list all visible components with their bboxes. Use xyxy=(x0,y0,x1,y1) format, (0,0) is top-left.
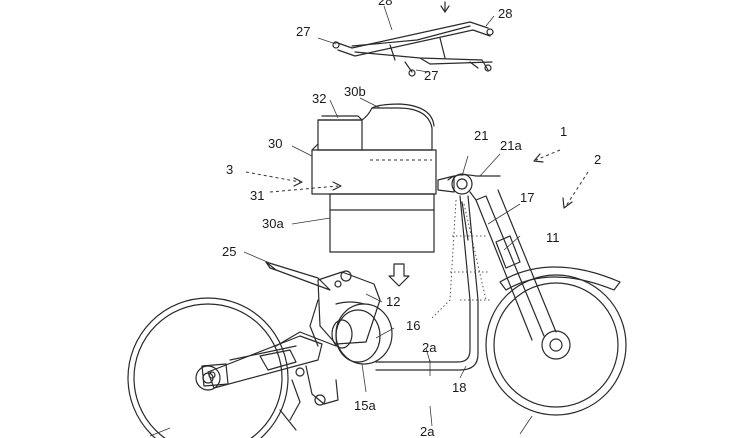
label-2a-bottom: 2a xyxy=(420,424,435,438)
label-16: 16 xyxy=(406,318,420,333)
label-28-right: 28 xyxy=(498,6,512,21)
label-25: 25 xyxy=(222,244,236,259)
label-28-top: 28 xyxy=(378,0,392,8)
label-27-bottom: 27 xyxy=(424,68,438,83)
leader-arrows xyxy=(245,149,589,287)
label-27-left: 27 xyxy=(296,24,310,39)
label-32: 32 xyxy=(312,91,326,106)
label-21a: 21a xyxy=(500,138,522,153)
label-11: 11 xyxy=(546,230,560,245)
label-2: 2 xyxy=(594,152,601,167)
motorcycle xyxy=(127,5,627,438)
battery-unit xyxy=(269,103,437,253)
label-30: 30 xyxy=(268,136,282,151)
label-18: 18 xyxy=(452,380,466,395)
label-15a: 15a xyxy=(354,398,376,413)
label-1: 1 xyxy=(560,124,567,139)
label-31: 31 xyxy=(250,188,264,203)
label-21: 21 xyxy=(474,128,488,143)
rack-assembly xyxy=(332,1,494,77)
label-3: 3 xyxy=(226,162,233,177)
label-17: 17 xyxy=(520,190,534,205)
label-30a: 30a xyxy=(262,216,284,231)
label-12: 12 xyxy=(386,294,400,309)
label-30b: 30b xyxy=(344,84,366,99)
label-2a: 2a xyxy=(422,340,437,355)
reference-numerals: 28 28 27 27 32 30b 30 3 31 30a 21 21a 1 … xyxy=(222,0,601,438)
